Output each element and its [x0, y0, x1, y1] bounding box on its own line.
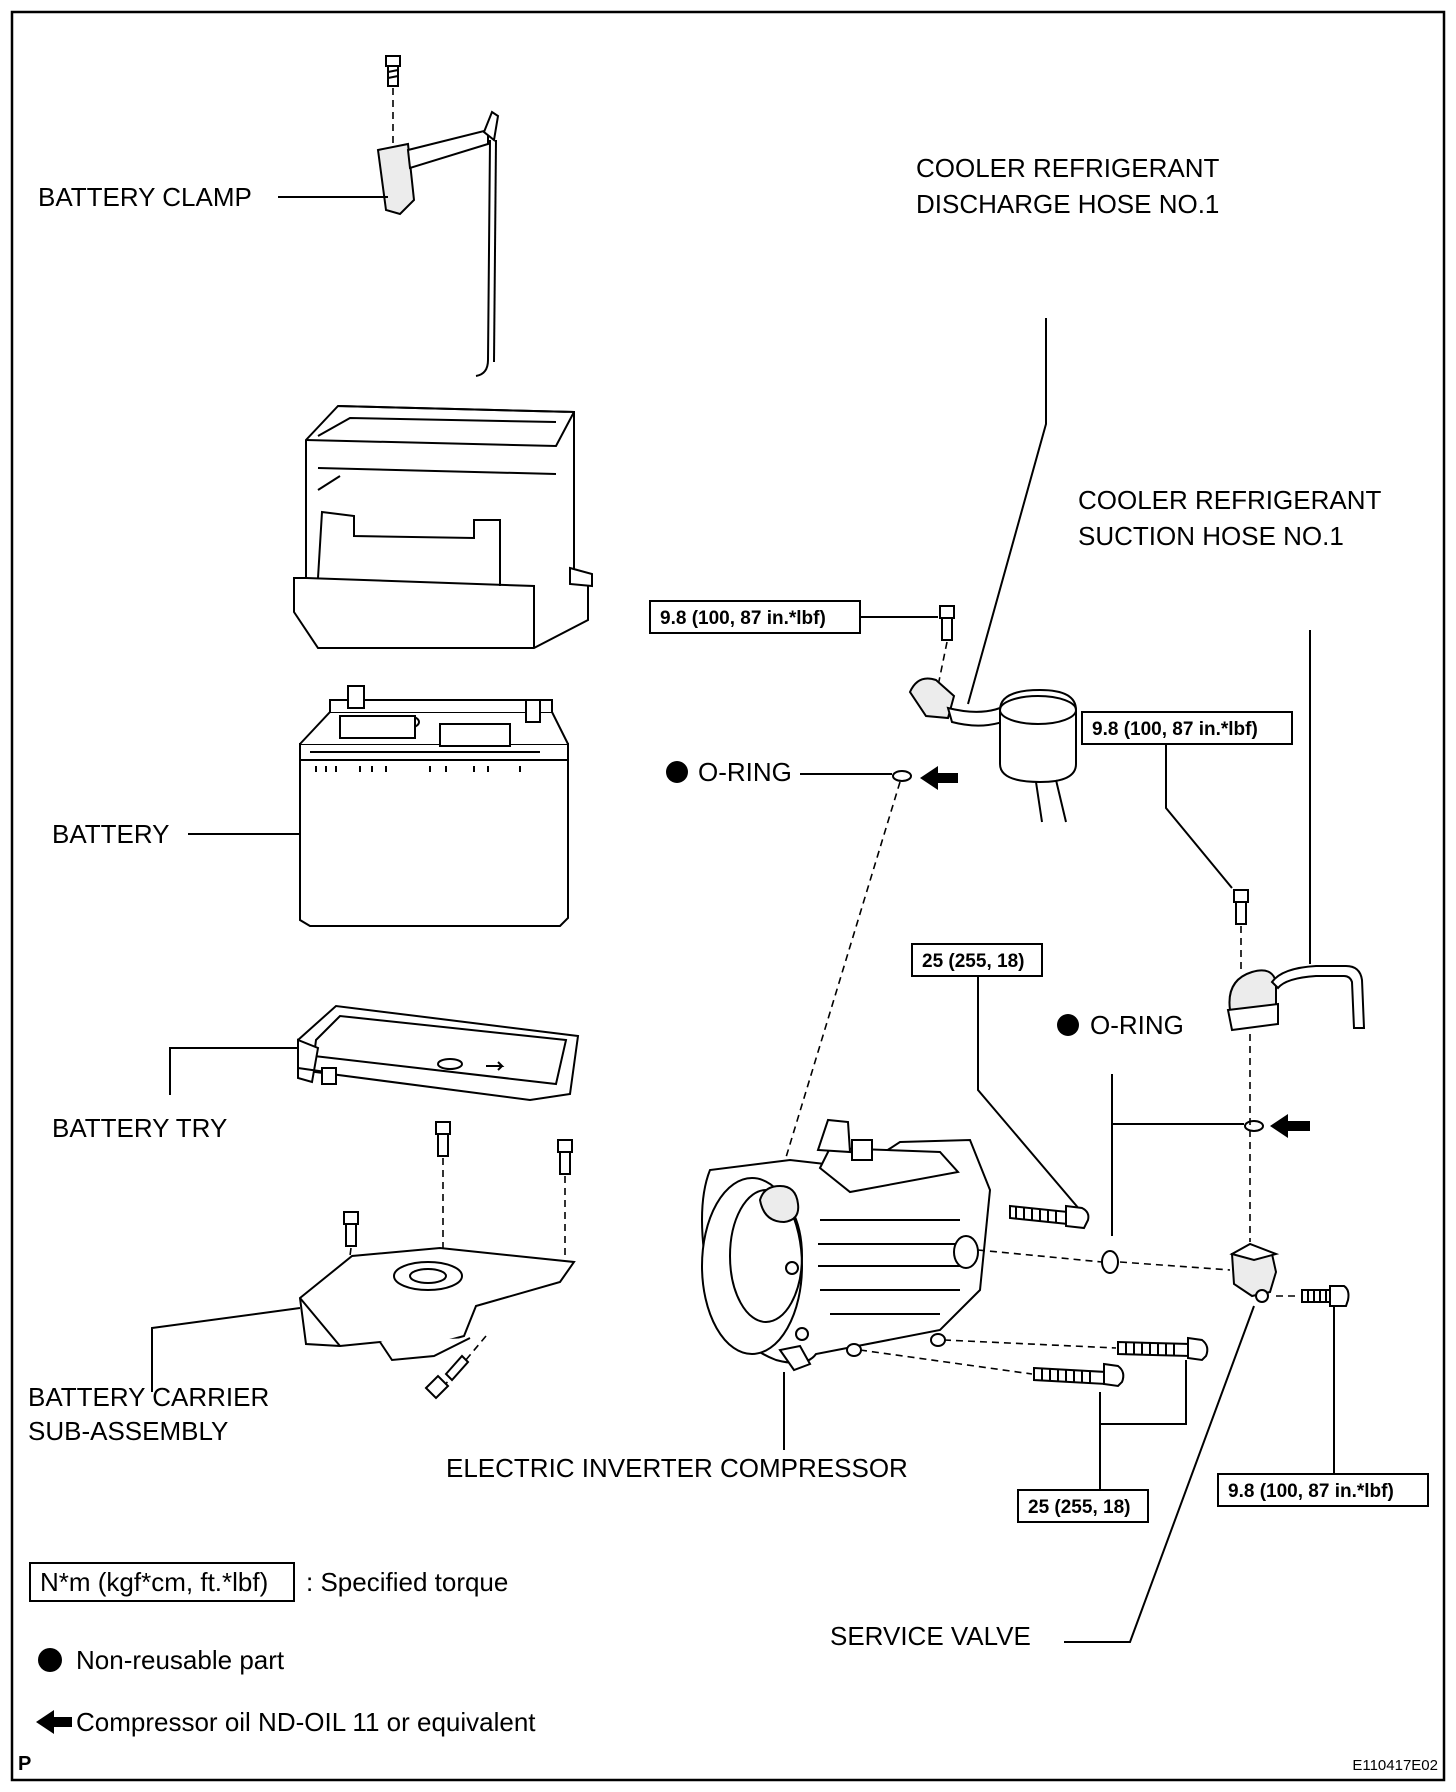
figure-code: E110417E02	[1352, 1757, 1438, 1774]
o-ring-upper-callout: O-RING	[666, 757, 958, 790]
compressor-lower-torque-callout: 25 (255, 18)	[1017, 1489, 1149, 1523]
compressor-lower-bolt-1	[1117, 1336, 1209, 1362]
legend-torque-desc: : Specified torque	[306, 1567, 508, 1597]
battery-tray-label: BATTERY TRY	[52, 1113, 227, 1143]
legend-non-reusable-text: Non-reusable part	[76, 1645, 285, 1675]
legend-torque-unit: N*m (kgf*cm, ft.*lbf)	[40, 1567, 268, 1597]
o-ring-lower-callout: O-RING	[1057, 1010, 1310, 1236]
lower-bolt-guide-1	[943, 1339, 1117, 1349]
oil-arrow-icon-2	[1270, 1114, 1310, 1138]
suction-hose-label-line2: SUCTION HOSE NO.1	[1078, 521, 1344, 551]
diagram-border	[10, 10, 1446, 1782]
service-valve-guide	[1119, 1261, 1231, 1271]
compressor-upper-torque-text: 25 (255, 18)	[922, 951, 1024, 972]
oil-arrow-icon	[920, 766, 958, 790]
service-valve-bolt	[1301, 1285, 1350, 1307]
legend-torque-box	[29, 1562, 295, 1602]
service-valve-drawing	[1229, 1242, 1280, 1303]
battery-cover-drawing	[293, 404, 593, 649]
compressor-lower-torque-leader	[1099, 1360, 1187, 1490]
legend-compressor-oil-text: Compressor oil ND-OIL 11 or equivalent	[76, 1707, 536, 1737]
service-valve-torque-callout: 9.8 (100, 87 in.*lbf)	[1217, 1473, 1429, 1507]
battery-label: BATTERY	[52, 819, 170, 849]
compressor-upper-bolt	[1009, 1204, 1090, 1230]
compressor-lower-torque-text: 25 (255, 18)	[1028, 1497, 1130, 1518]
battery-clamp-drawing	[376, 55, 500, 377]
legend-non-reusable-icon	[38, 1648, 62, 1672]
suction-torque-text: 9.8 (100, 87 in.*lbf)	[1092, 719, 1258, 740]
discharge-hose-leader	[967, 318, 1047, 705]
compressor-port-o-ring	[1101, 1250, 1119, 1274]
discharge-hose-label-line1: COOLER REFRIGERANT	[916, 153, 1219, 183]
suction-hose-label-line1: COOLER REFRIGERANT	[1078, 485, 1381, 515]
discharge-guide-line	[769, 781, 901, 1211]
non-reusable-dot-icon-2	[1057, 1014, 1079, 1036]
discharge-torque-callout: 9.8 (100, 87 in.*lbf)	[649, 600, 938, 634]
compressor-drawing	[701, 1118, 992, 1372]
battery-carrier-leader	[151, 1307, 301, 1392]
compressor-upper-torque-callout: 25 (255, 18)	[911, 943, 1081, 1211]
suction-hose-drawing	[1226, 889, 1366, 1032]
non-reusable-dot-icon	[666, 761, 688, 783]
compressor-lower-bolt-2	[1033, 1362, 1125, 1388]
battery-tray-leader	[169, 1047, 298, 1095]
service-valve-label: SERVICE VALVE	[830, 1621, 1031, 1651]
battery-carrier-label-line2: SUB-ASSEMBLY	[28, 1416, 228, 1446]
battery-carrier-label-line1: BATTERY CARRIER	[28, 1382, 269, 1412]
o-ring-lower-label: O-RING	[1090, 1010, 1184, 1040]
discharge-hose-drawing	[908, 605, 1077, 823]
o-ring-upper-label: O-RING	[698, 757, 792, 787]
battery-clamp-label: BATTERY CLAMP	[38, 182, 252, 212]
battery-drawing	[299, 685, 569, 927]
discharge-torque-text: 9.8 (100, 87 in.*lbf)	[660, 608, 826, 629]
legend-oil-arrow-icon	[36, 1710, 72, 1734]
battery-tray-drawing	[296, 1004, 580, 1102]
battery-carrier-drawing	[298, 1121, 576, 1400]
compressor-port-guide	[977, 1249, 1103, 1263]
service-valve-torque-text: 9.8 (100, 87 in.*lbf)	[1228, 1481, 1394, 1502]
discharge-hose-label-line2: DISCHARGE HOSE NO.1	[916, 189, 1219, 219]
legend: N*m (kgf*cm, ft.*lbf) : Specified torque…	[29, 1562, 536, 1737]
service-valve-leader	[1064, 1305, 1255, 1643]
corner-mark: P	[18, 1753, 31, 1775]
lower-bolt-guide-2	[859, 1349, 1033, 1375]
compressor-label: ELECTRIC INVERTER COMPRESSOR	[446, 1453, 908, 1483]
suction-torque-callout: 9.8 (100, 87 in.*lbf)	[1081, 711, 1293, 889]
